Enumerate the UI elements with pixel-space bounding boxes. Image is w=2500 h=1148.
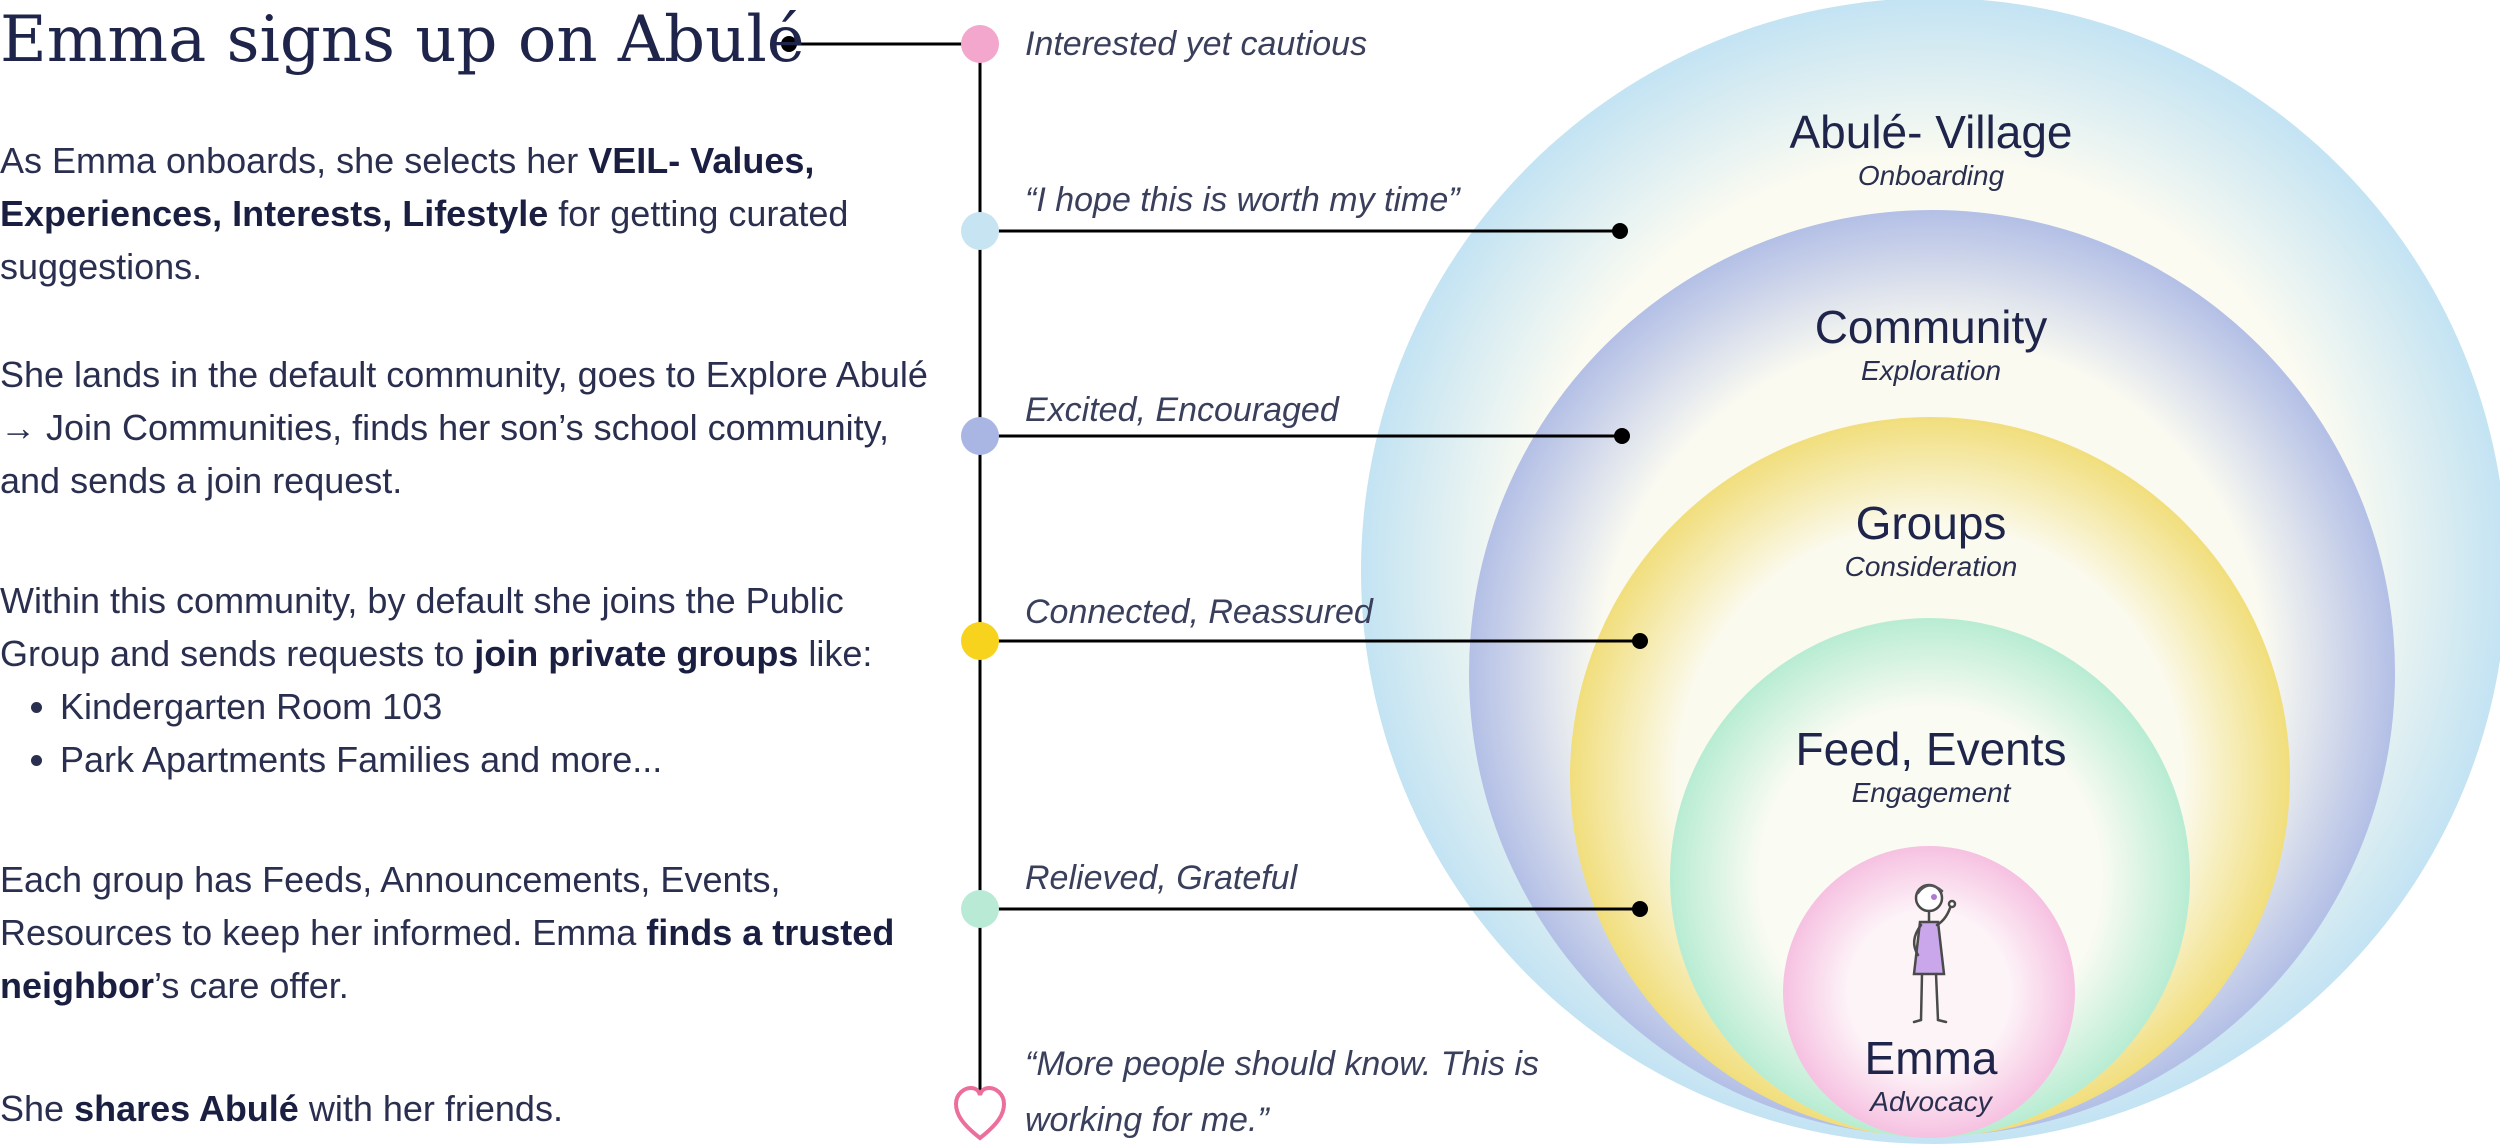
connector-end-dots bbox=[781, 36, 1648, 917]
list-item: Park Apartments Families and more... bbox=[60, 733, 880, 786]
timeline-marker-5 bbox=[961, 890, 999, 928]
ring-label-groups: Groups Consideration bbox=[1844, 497, 2018, 582]
feeling-2: “I hope this is worth my time” bbox=[1025, 181, 1460, 219]
timeline-marker-3 bbox=[961, 417, 999, 455]
timeline-marker-4 bbox=[961, 622, 999, 660]
timeline-marker-2 bbox=[961, 212, 999, 250]
veil-highlight: VEIL- Values, Experiences, Interests, Li… bbox=[0, 140, 815, 234]
ring-label-village: Abulé- Village Onboarding bbox=[1789, 106, 2073, 191]
feeling-1: Interested yet cautious bbox=[1025, 25, 1368, 63]
join-private-groups-highlight: join private groups bbox=[474, 633, 799, 674]
feeling-5: Relieved, Grateful bbox=[1025, 859, 1298, 897]
shares-abule-highlight: shares Abulé bbox=[74, 1088, 299, 1129]
feeling-3: Excited, Encouraged bbox=[1025, 391, 1339, 429]
page-title: Emma signs up on Abulé bbox=[0, 3, 805, 77]
feeling-4: Connected, Reassured bbox=[1025, 593, 1373, 631]
ring-emma bbox=[1783, 846, 2075, 1138]
ring-label-community: Community Exploration bbox=[1814, 301, 2048, 386]
private-groups-list: Kindergarten Room 103 Park Apartments Fa… bbox=[0, 680, 880, 786]
list-item: Kindergarten Room 103 bbox=[60, 680, 880, 733]
emma-figure-icon bbox=[1912, 883, 1957, 1024]
step-4-text: Each group has Feeds, Announcements, Eve… bbox=[0, 859, 895, 1006]
timeline-marker-1 bbox=[961, 25, 999, 63]
trusted-neighbor-highlight: finds a trusted neighbor bbox=[0, 912, 895, 1006]
ring-label-emma: Emma Advocacy bbox=[1864, 1032, 1998, 1117]
step-1-text: As Emma onboards, she selects her VEIL- … bbox=[0, 140, 849, 287]
heart-icon bbox=[953, 1085, 1007, 1141]
step-3-text: Within this community, by default she jo… bbox=[0, 574, 880, 786]
step-5-text: She shares Abulé with her friends. bbox=[0, 1088, 563, 1129]
step-2-text: She lands in the default community, goes… bbox=[0, 354, 928, 501]
feeling-6: “More people should know. This is workin… bbox=[1025, 1045, 1540, 1139]
ring-label-feed: Feed, Events Engagement bbox=[1795, 723, 2067, 808]
